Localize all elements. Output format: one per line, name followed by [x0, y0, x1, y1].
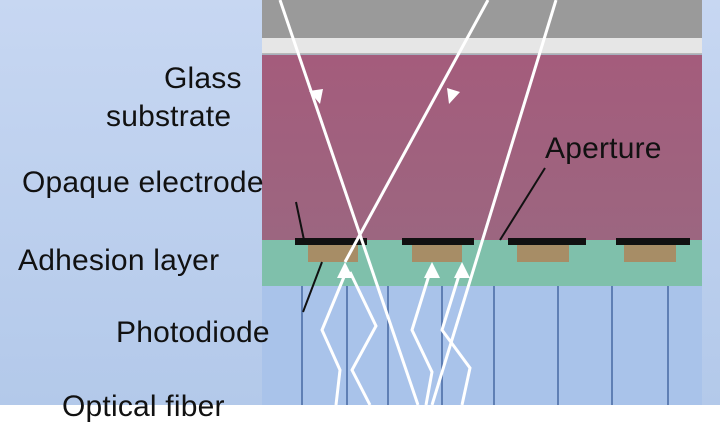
glass-substrate-label-line1: Glass — [164, 62, 242, 95]
glass-substrate-layer — [262, 55, 702, 240]
pointer-lines — [295, 167, 546, 313]
ray-incident-right — [430, 0, 558, 405]
fiber-dividers — [301, 286, 669, 405]
arrow-down-left — [309, 89, 323, 104]
photodiode-4 — [624, 244, 676, 262]
top-layer — [262, 0, 702, 38]
electrode-2 — [402, 238, 474, 245]
optical-fiber-label: Optical fiber — [62, 390, 225, 423]
arrow-up-1 — [337, 262, 353, 278]
electrode-4 — [616, 238, 690, 245]
ray-incident-left — [278, 0, 420, 405]
photodiode-3 — [517, 244, 569, 262]
ray-reflected — [343, 0, 490, 263]
photodiode-2 — [412, 244, 462, 262]
electrode-1 — [295, 238, 367, 245]
fiber-bundle — [262, 286, 702, 405]
fiber-reflection-4 — [440, 271, 472, 405]
photodiode-label: Photodiode — [116, 316, 270, 349]
fiber-reflection-2 — [320, 271, 348, 405]
arrow-up-2 — [424, 262, 440, 278]
photodiode-1 — [308, 244, 358, 262]
ray-arrowheads — [309, 88, 470, 278]
aperture-label: Aperture — [545, 132, 662, 165]
arrow-down-right — [447, 88, 460, 104]
arrow-up-3 — [454, 262, 470, 278]
pointer-opaque-electrode — [295, 201, 305, 241]
fiber-reflection-3 — [410, 271, 434, 405]
pointer-photodiode — [302, 261, 323, 313]
light-rays — [278, 0, 558, 405]
thin-layer — [262, 38, 702, 54]
electrode-3 — [508, 238, 586, 245]
diagram-graphic — [0, 0, 720, 405]
pointer-aperture — [499, 167, 546, 241]
glass-substrate-label-line2: substrate — [106, 100, 232, 133]
adhesion-layer-label: Adhesion layer — [18, 244, 220, 277]
fiber-reflection-1 — [348, 271, 378, 405]
opaque-electrode-label: Opaque electrode — [22, 166, 264, 199]
photodiodes — [308, 244, 676, 262]
opaque-electrodes — [295, 238, 690, 245]
